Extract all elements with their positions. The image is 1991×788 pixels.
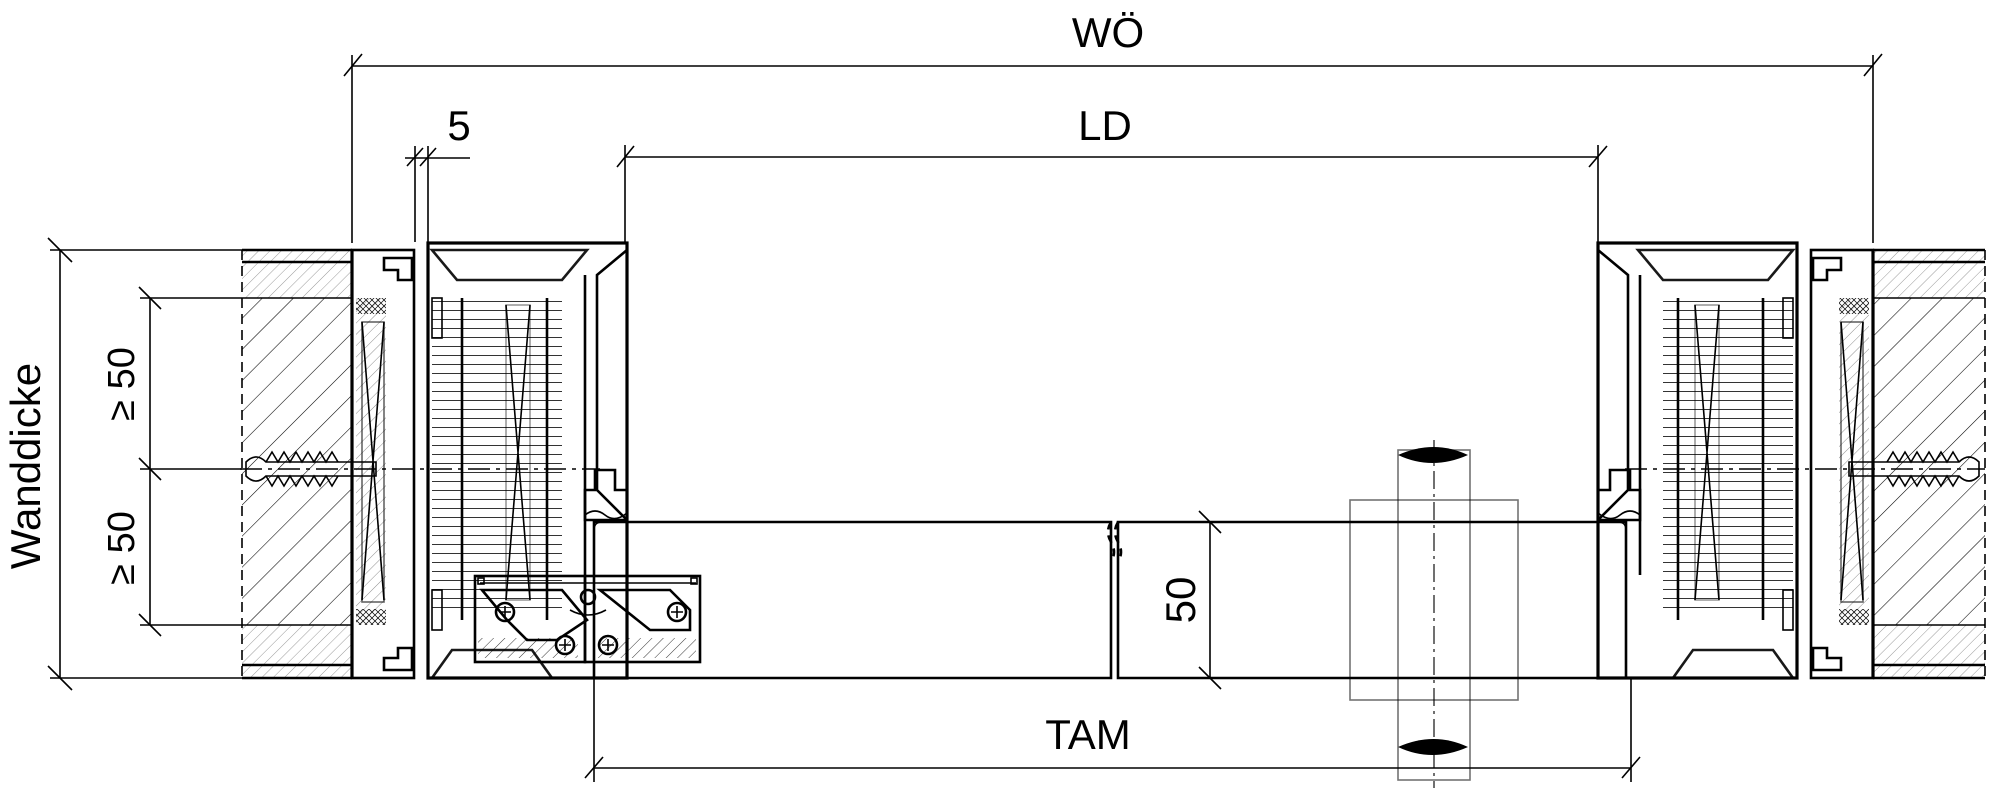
- right-door-frame: [1596, 241, 1985, 680]
- left-door-frame: [240, 241, 629, 680]
- dimension-label-wall-thickness: Wanddicke: [2, 363, 49, 569]
- dimension-label-wo: WÖ: [1072, 9, 1144, 56]
- left-wall: [241, 248, 354, 680]
- dimension-label-min-upper: ≥ 50: [101, 347, 143, 421]
- dimension-label-leaf-thickness: 50: [1157, 577, 1204, 624]
- dimension-label-gap: 5: [447, 102, 470, 149]
- dimension-leaf-thickness: 50: [1157, 510, 1260, 690]
- dimension-label-tam: TAM: [1045, 711, 1131, 758]
- hinge: [473, 574, 702, 664]
- dimension-min-anchor: ≥ 50 ≥ 50: [101, 286, 242, 637]
- dimension-label-min-lower: ≥ 50: [101, 511, 143, 585]
- door-handle: [1349, 440, 1519, 788]
- dimension-ld: LD: [616, 102, 1608, 243]
- dimension-gap: 5: [405, 102, 471, 242]
- dimension-tam: TAM: [584, 678, 1641, 782]
- door-leaf: [584, 510, 1641, 680]
- dimension-wo: WÖ: [343, 9, 1883, 243]
- right-wall: [1871, 248, 1986, 680]
- dimension-label-ld: LD: [1078, 102, 1132, 149]
- dimension-wall-thickness: Wanddicke: [2, 237, 242, 691]
